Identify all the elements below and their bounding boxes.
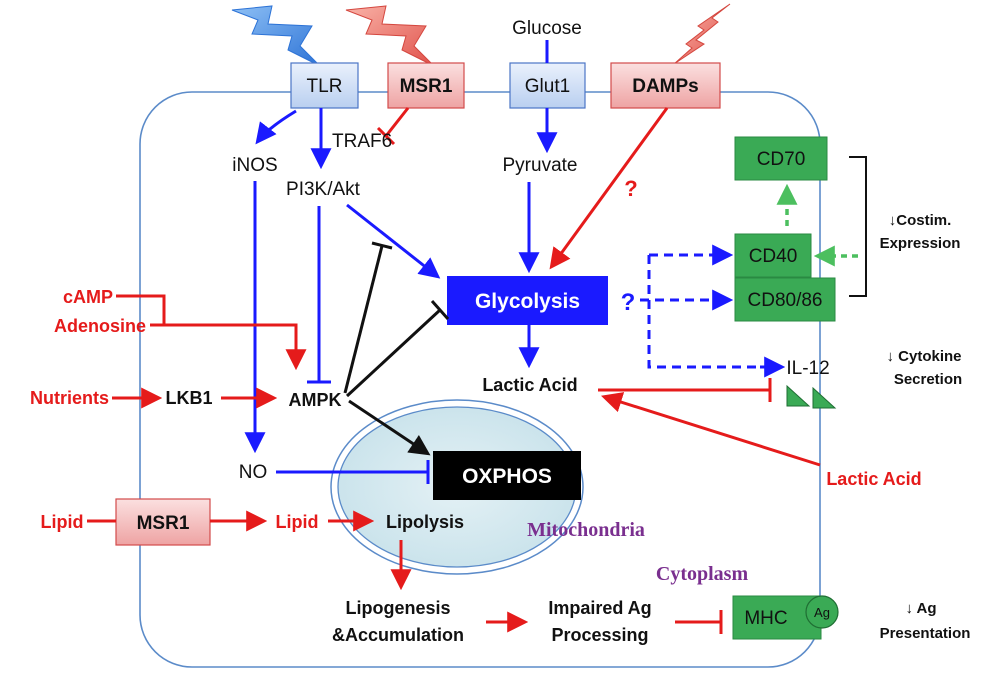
damps-question-label: ? [624,176,637,201]
cd-feedback-green-dashed [776,183,858,267]
surface-cd70: CD70 [734,136,828,181]
inhibit-msr1-traf6 [384,107,410,137]
cd80-86-label: CD80/86 [748,290,823,311]
damps-label: DAMPs [632,76,699,97]
camp-label: cAMP [63,287,113,307]
costim-bracket [849,156,867,297]
cd40-label: CD40 [749,246,798,267]
impaired-ag-label: Impaired Ag [548,598,651,618]
processing-label: Processing [551,625,648,645]
surface-cd40: CD40 [734,233,812,278]
mhc-label: MHC [744,608,787,629]
receptor-tlr: TLR [290,62,359,109]
costim-line1-label: ↓Costim. [889,212,952,229]
danger-signal-bolt-blue-icon [231,5,321,67]
cytokine-line1-label: ↓ Cytokine [886,348,961,365]
oxphos-box [433,451,581,500]
glycolysis-label: Glycolysis [475,290,580,313]
receptor-msr1: MSR1 [387,62,465,109]
pi3k-akt-label: PI3K/Akt [286,179,361,200]
glucose-label: Glucose [512,18,582,39]
cell-membrane [139,91,821,668]
cytoplasm-label: Cytoplasm [656,563,749,585]
msr1-label: MSR1 [400,76,453,97]
tlr-label: TLR [307,76,343,97]
inhibit-ampk-pi3k-bar [371,241,393,250]
arrow-outer-lactic-inner [600,392,821,467]
lkb1-label: LKB1 [165,388,212,408]
ag-line2-label: Presentation [880,625,971,642]
surface-mhc: MHC Ag [732,595,839,640]
lipogenesis-label: Lipogenesis [345,598,450,618]
oxphos-label: OXPHOS [462,465,552,488]
il12-marker-left-icon [786,384,811,407]
lipid-inner-label: Lipid [276,512,319,532]
costim-line2-label: Expression [880,235,961,252]
inhibit-ampk-pi3k [343,245,384,394]
surface-cd80-86: CD80/86 [734,277,836,322]
adenosine-label: Adenosine [54,316,146,336]
inos-label: iNOS [232,155,277,176]
inhibit-ampk-glycolysis [345,308,442,398]
ag-line1-label: ↓ Ag [905,600,936,617]
arrow-ampk-oxphos [348,399,431,456]
accumulation-label: &Accumulation [332,625,464,645]
receptor-glut1: Glut1 [509,62,586,109]
il12-label: IL-12 [786,358,829,379]
il12-marker-right-icon [812,386,837,409]
glycolysis-question-label: ? [621,289,636,316]
arrow-pi3k-glycolysis [346,203,441,279]
pyruvate-label: Pyruvate [503,155,578,176]
danger-signal-bolt-red-2-icon [673,3,731,65]
lipid-left-label: Lipid [41,512,84,532]
danger-signal-bolt-red-1-icon [345,5,435,67]
glycolysis-downstream-dashed [640,244,786,378]
ag-label: Ag [814,605,830,620]
arrow-tlr-inos [255,109,297,145]
inhibit-msr1-traf6-bar [376,126,396,146]
lipolysis-label: Lipolysis [386,512,464,532]
msr1-lower-box: MSR1 [115,498,211,546]
cd70-label: CD70 [757,149,806,170]
lactic-acid-outer-label: Lactic Acid [826,469,921,489]
cytokine-line2-label: Secretion [894,371,962,388]
traf6-label: TRAF6 [332,131,392,152]
mitochondria-label: Mitochondria [527,519,645,541]
no-label: NO [239,462,268,483]
inhibit-ampk-glycolysis-bar [430,300,450,320]
glut1-label: Glut1 [525,76,570,97]
receptor-damps: DAMPs [610,62,721,109]
lactic-acid-inner-label: Lactic Acid [482,375,577,395]
nutrients-label: Nutrients [30,388,109,408]
ampk-label: AMPK [289,390,342,410]
msr1-lower-label: MSR1 [137,513,190,534]
glycolysis-box [447,276,608,325]
arrow-damps-glycolysis [549,107,669,270]
antigen-badge [805,595,839,629]
